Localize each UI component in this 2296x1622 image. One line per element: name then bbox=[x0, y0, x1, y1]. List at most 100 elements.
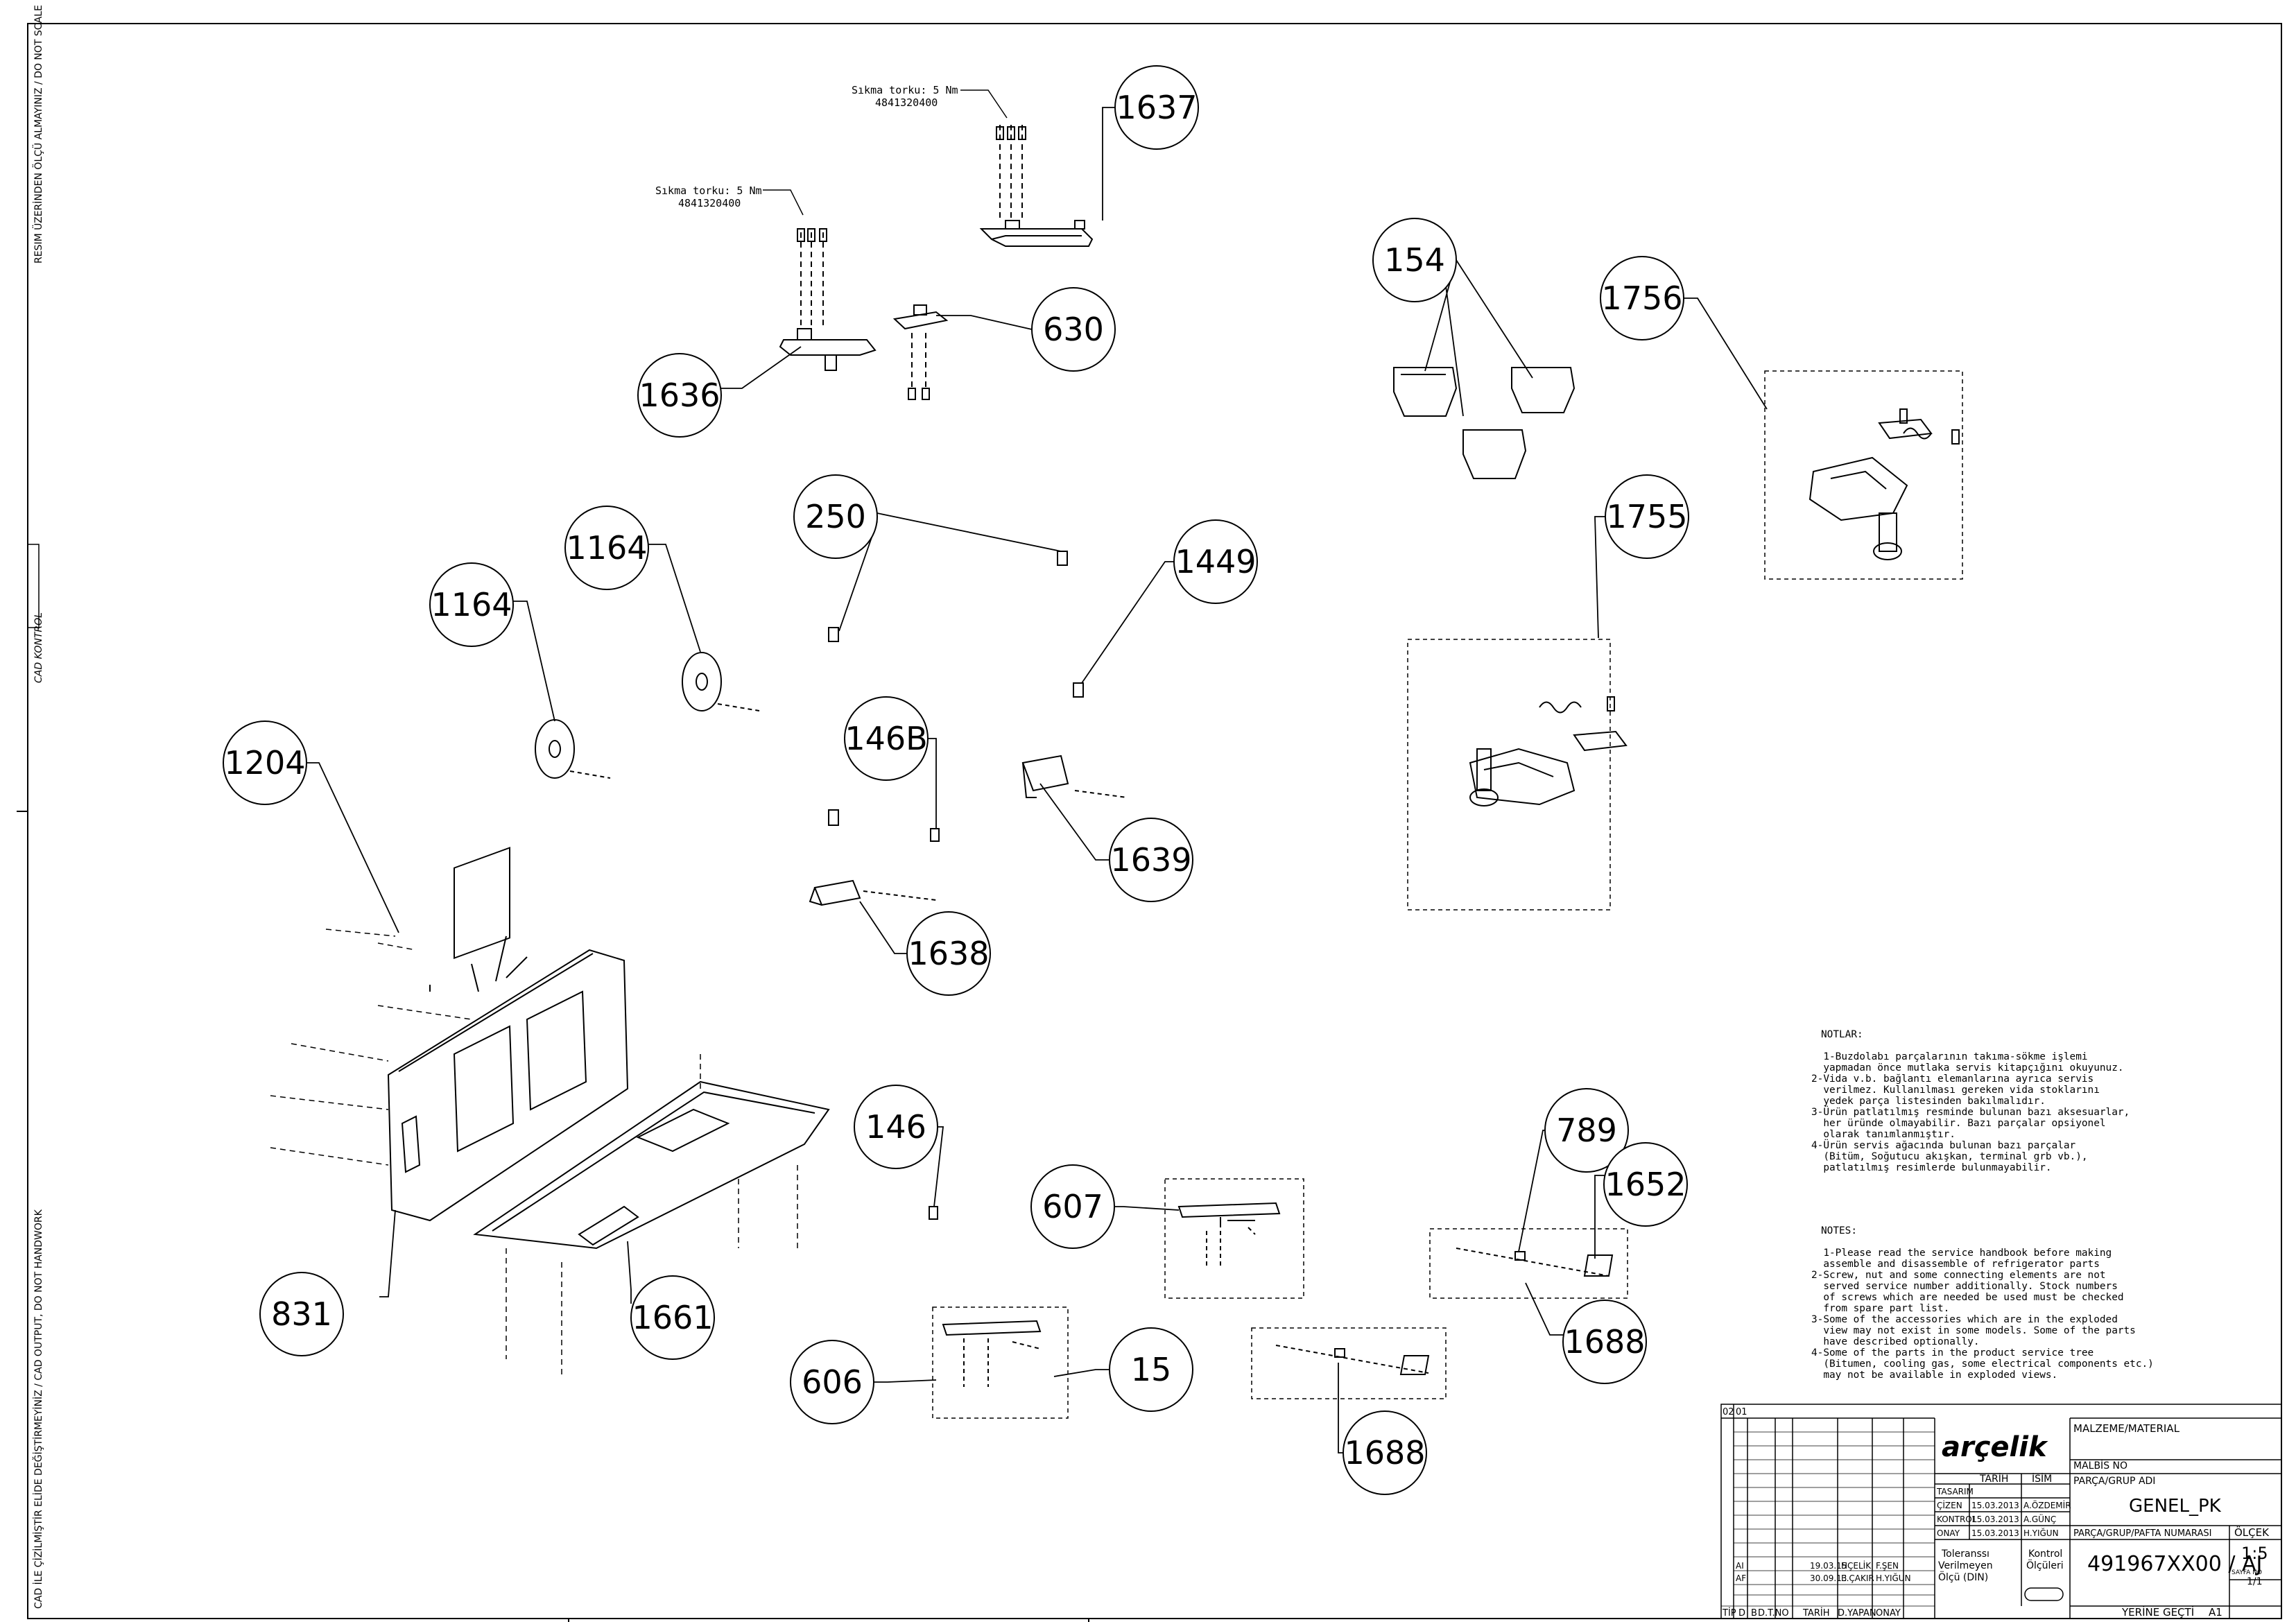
balloon-15: 15 bbox=[1109, 1327, 1193, 1412]
balloon-1637: 1637 bbox=[1114, 65, 1199, 150]
svg-text:D.T.NO: D.T.NO bbox=[1758, 1608, 1789, 1619]
svg-text:146: 146 bbox=[865, 1108, 926, 1146]
svg-text:TASARIM: TASARIM bbox=[1936, 1487, 1974, 1496]
balloon-1756: 1756 bbox=[1600, 256, 1684, 340]
notes-english: NOTES: 1-Please read the service handboo… bbox=[1811, 1203, 2200, 1381]
svg-text:A.ÖZDEMİR: A.ÖZDEMİR bbox=[2023, 1499, 2071, 1510]
balloon-606: 606 bbox=[790, 1340, 874, 1424]
svg-text:250: 250 bbox=[805, 498, 866, 535]
detail-box-606 bbox=[932, 1306, 1069, 1419]
notes-en-line: may not be available in exploded views. bbox=[1811, 1370, 2058, 1381]
balloon-1639: 1639 bbox=[1109, 818, 1193, 902]
bottom-tray-1661 bbox=[473, 1054, 830, 1377]
svg-text:YERİNE GEÇTİ: YERİNE GEÇTİ bbox=[2121, 1605, 2194, 1619]
back-panel-831 bbox=[387, 847, 629, 1222]
hinge-assembly-1756 bbox=[1809, 408, 1960, 560]
notes-turkish: NOTLAR: 1-Buzdolabı parçalarının takıma-… bbox=[1811, 1007, 2200, 1173]
part-group-name: GENEL_PK bbox=[2129, 1496, 2222, 1517]
svg-text:1639: 1639 bbox=[1110, 841, 1191, 879]
notes-en-line: from spare part list. bbox=[1811, 1303, 1950, 1314]
labels-1688 bbox=[1275, 1345, 1430, 1375]
svg-text:A1: A1 bbox=[2209, 1606, 2222, 1619]
svg-text:ÇİZEN: ÇİZEN bbox=[1937, 1500, 1962, 1510]
svg-text:B: B bbox=[1751, 1608, 1757, 1619]
balloon-607: 607 bbox=[1030, 1164, 1115, 1249]
leader-lines bbox=[307, 107, 1768, 1453]
svg-text:4841320400: 4841320400 bbox=[678, 197, 741, 209]
svg-text:1/1: 1/1 bbox=[2247, 1576, 2263, 1587]
notes-en-line: 4-Some of the parts in the product servi… bbox=[1811, 1347, 2094, 1358]
svg-text:15.03.2013: 15.03.2013 bbox=[1971, 1501, 2019, 1510]
notes-en-line: have described optionally. bbox=[1811, 1336, 1980, 1347]
notes-tr-line: olarak tanımlanmıştır. bbox=[1811, 1129, 1956, 1140]
balloon-146: 146 bbox=[854, 1085, 938, 1169]
svg-text:Toleranssı: Toleranssı bbox=[1941, 1548, 1989, 1560]
svg-text:HÇELİK: HÇELİK bbox=[1841, 1560, 1872, 1571]
svg-text:TİP: TİP bbox=[1722, 1607, 1736, 1619]
detail-box-1688-top bbox=[1429, 1228, 1628, 1299]
notes-en-line: served service number additionally. Stoc… bbox=[1811, 1281, 2118, 1292]
svg-text:146B: 146B bbox=[845, 720, 927, 757]
svg-text:1:5: 1:5 bbox=[2241, 1544, 2268, 1563]
title-block-text: 02 01 arçelik MALZEME/MATERIAL MALBİS NO… bbox=[1722, 1407, 2270, 1619]
svg-text:H.YIĞUN: H.YIĞUN bbox=[2023, 1528, 2059, 1538]
bracket-1639 bbox=[1021, 682, 1128, 798]
svg-text:F.ŞEN: F.ŞEN bbox=[1876, 1561, 1899, 1571]
screw-lines-831 bbox=[270, 929, 472, 1166]
svg-text:1755: 1755 bbox=[1606, 498, 1687, 535]
svg-text:SAYFA NO: SAYFA NO bbox=[2232, 1569, 2262, 1576]
svg-text:E.ÇAKIR: E.ÇAKIR bbox=[1841, 1573, 1874, 1583]
svg-text:Verilmeyen: Verilmeyen bbox=[1938, 1560, 1993, 1571]
svg-text:15.03.2013: 15.03.2013 bbox=[1971, 1515, 2019, 1524]
balloon-1164-right: 1164 bbox=[564, 506, 649, 590]
balloon-154: 154 bbox=[1372, 218, 1457, 302]
balloon-146B: 146B bbox=[844, 696, 929, 781]
torque-note-top: Sıkma torku: 5 Nm 4841320400 bbox=[852, 84, 1008, 119]
svg-text:ÖLÇEK: ÖLÇEK bbox=[2234, 1526, 2270, 1539]
notes-en-line: 3-Some of the accessories which are in t… bbox=[1811, 1314, 2118, 1325]
side-note-cad-control: CAD KONTROL bbox=[33, 612, 44, 683]
hinge-plate-1636 bbox=[779, 228, 877, 371]
notes-tr-title: NOTLAR: bbox=[1821, 1029, 1863, 1040]
svg-text:Sıkma torku: 5 Nm: Sıkma torku: 5 Nm bbox=[852, 84, 958, 96]
hinge-assembly-1755 bbox=[1469, 696, 1628, 806]
svg-text:D: D bbox=[1738, 1608, 1745, 1619]
svg-text:30.09.13: 30.09.13 bbox=[1810, 1573, 1847, 1583]
bracket-606 bbox=[942, 1320, 1042, 1387]
notes-tr-line: yedek parça listesinden bakılmalıdır. bbox=[1811, 1096, 2046, 1107]
clips-154 bbox=[1393, 367, 1576, 479]
notes-en-line: 2-Screw, nut and some connecting element… bbox=[1811, 1270, 2106, 1281]
svg-text:TARİH: TARİH bbox=[1979, 1472, 2008, 1485]
svg-text:İSİM: İSİM bbox=[2032, 1472, 2052, 1485]
svg-text:ONAY: ONAY bbox=[1937, 1528, 1960, 1538]
notes-tr-line: (Bitüm, Soğutucu akışkan, terminal grb v… bbox=[1811, 1151, 2088, 1162]
svg-text:PARÇA/GRUP ADI: PARÇA/GRUP ADI bbox=[2073, 1476, 2155, 1487]
svg-text:1756: 1756 bbox=[1601, 279, 1682, 317]
svg-text:1164: 1164 bbox=[566, 529, 647, 567]
notes-en-title: NOTES: bbox=[1821, 1225, 1857, 1236]
notes-en-line: 1-Please read the service handbook befor… bbox=[1823, 1248, 2112, 1259]
svg-text:15: 15 bbox=[1131, 1351, 1172, 1388]
svg-text:AI: AI bbox=[1736, 1561, 1744, 1571]
side-note-cad-output: CAD İLE ÇİZİLMİŞTİR ELİDE DEĞİŞTİRMEYİNİ… bbox=[32, 1209, 44, 1609]
svg-text:Ölçüleri: Ölçüleri bbox=[2026, 1559, 2064, 1571]
svg-text:1638: 1638 bbox=[908, 935, 989, 972]
svg-text:1688: 1688 bbox=[1564, 1323, 1645, 1361]
balloon-1661: 1661 bbox=[630, 1275, 715, 1360]
svg-text:02: 02 bbox=[1723, 1407, 1734, 1417]
balloon-250: 250 bbox=[793, 474, 878, 559]
svg-text:15.03.2013: 15.03.2013 bbox=[1971, 1528, 2019, 1538]
notes-tr-line: 2-Vida v.b. bağlantı elemanlarına ayrıca… bbox=[1811, 1073, 2094, 1085]
svg-text:Kontrol: Kontrol bbox=[2028, 1548, 2062, 1560]
notes-tr-line: yapmadan önce mutlaka servis kitapçığını… bbox=[1811, 1062, 2124, 1073]
balloon-1652: 1652 bbox=[1603, 1142, 1688, 1227]
detail-box-607 bbox=[1164, 1178, 1304, 1299]
balloon-1755: 1755 bbox=[1605, 474, 1689, 559]
bracket-630 bbox=[892, 304, 949, 400]
svg-text:D.YAPAN: D.YAPAN bbox=[1838, 1608, 1876, 1619]
title-block bbox=[1720, 1404, 2282, 1619]
torque-note-left: Sıkma torku: 5 Nm 4841320400 bbox=[655, 184, 804, 216]
balloon-1688-bottom: 1688 bbox=[1343, 1410, 1427, 1495]
svg-text:4841320400: 4841320400 bbox=[875, 96, 938, 109]
